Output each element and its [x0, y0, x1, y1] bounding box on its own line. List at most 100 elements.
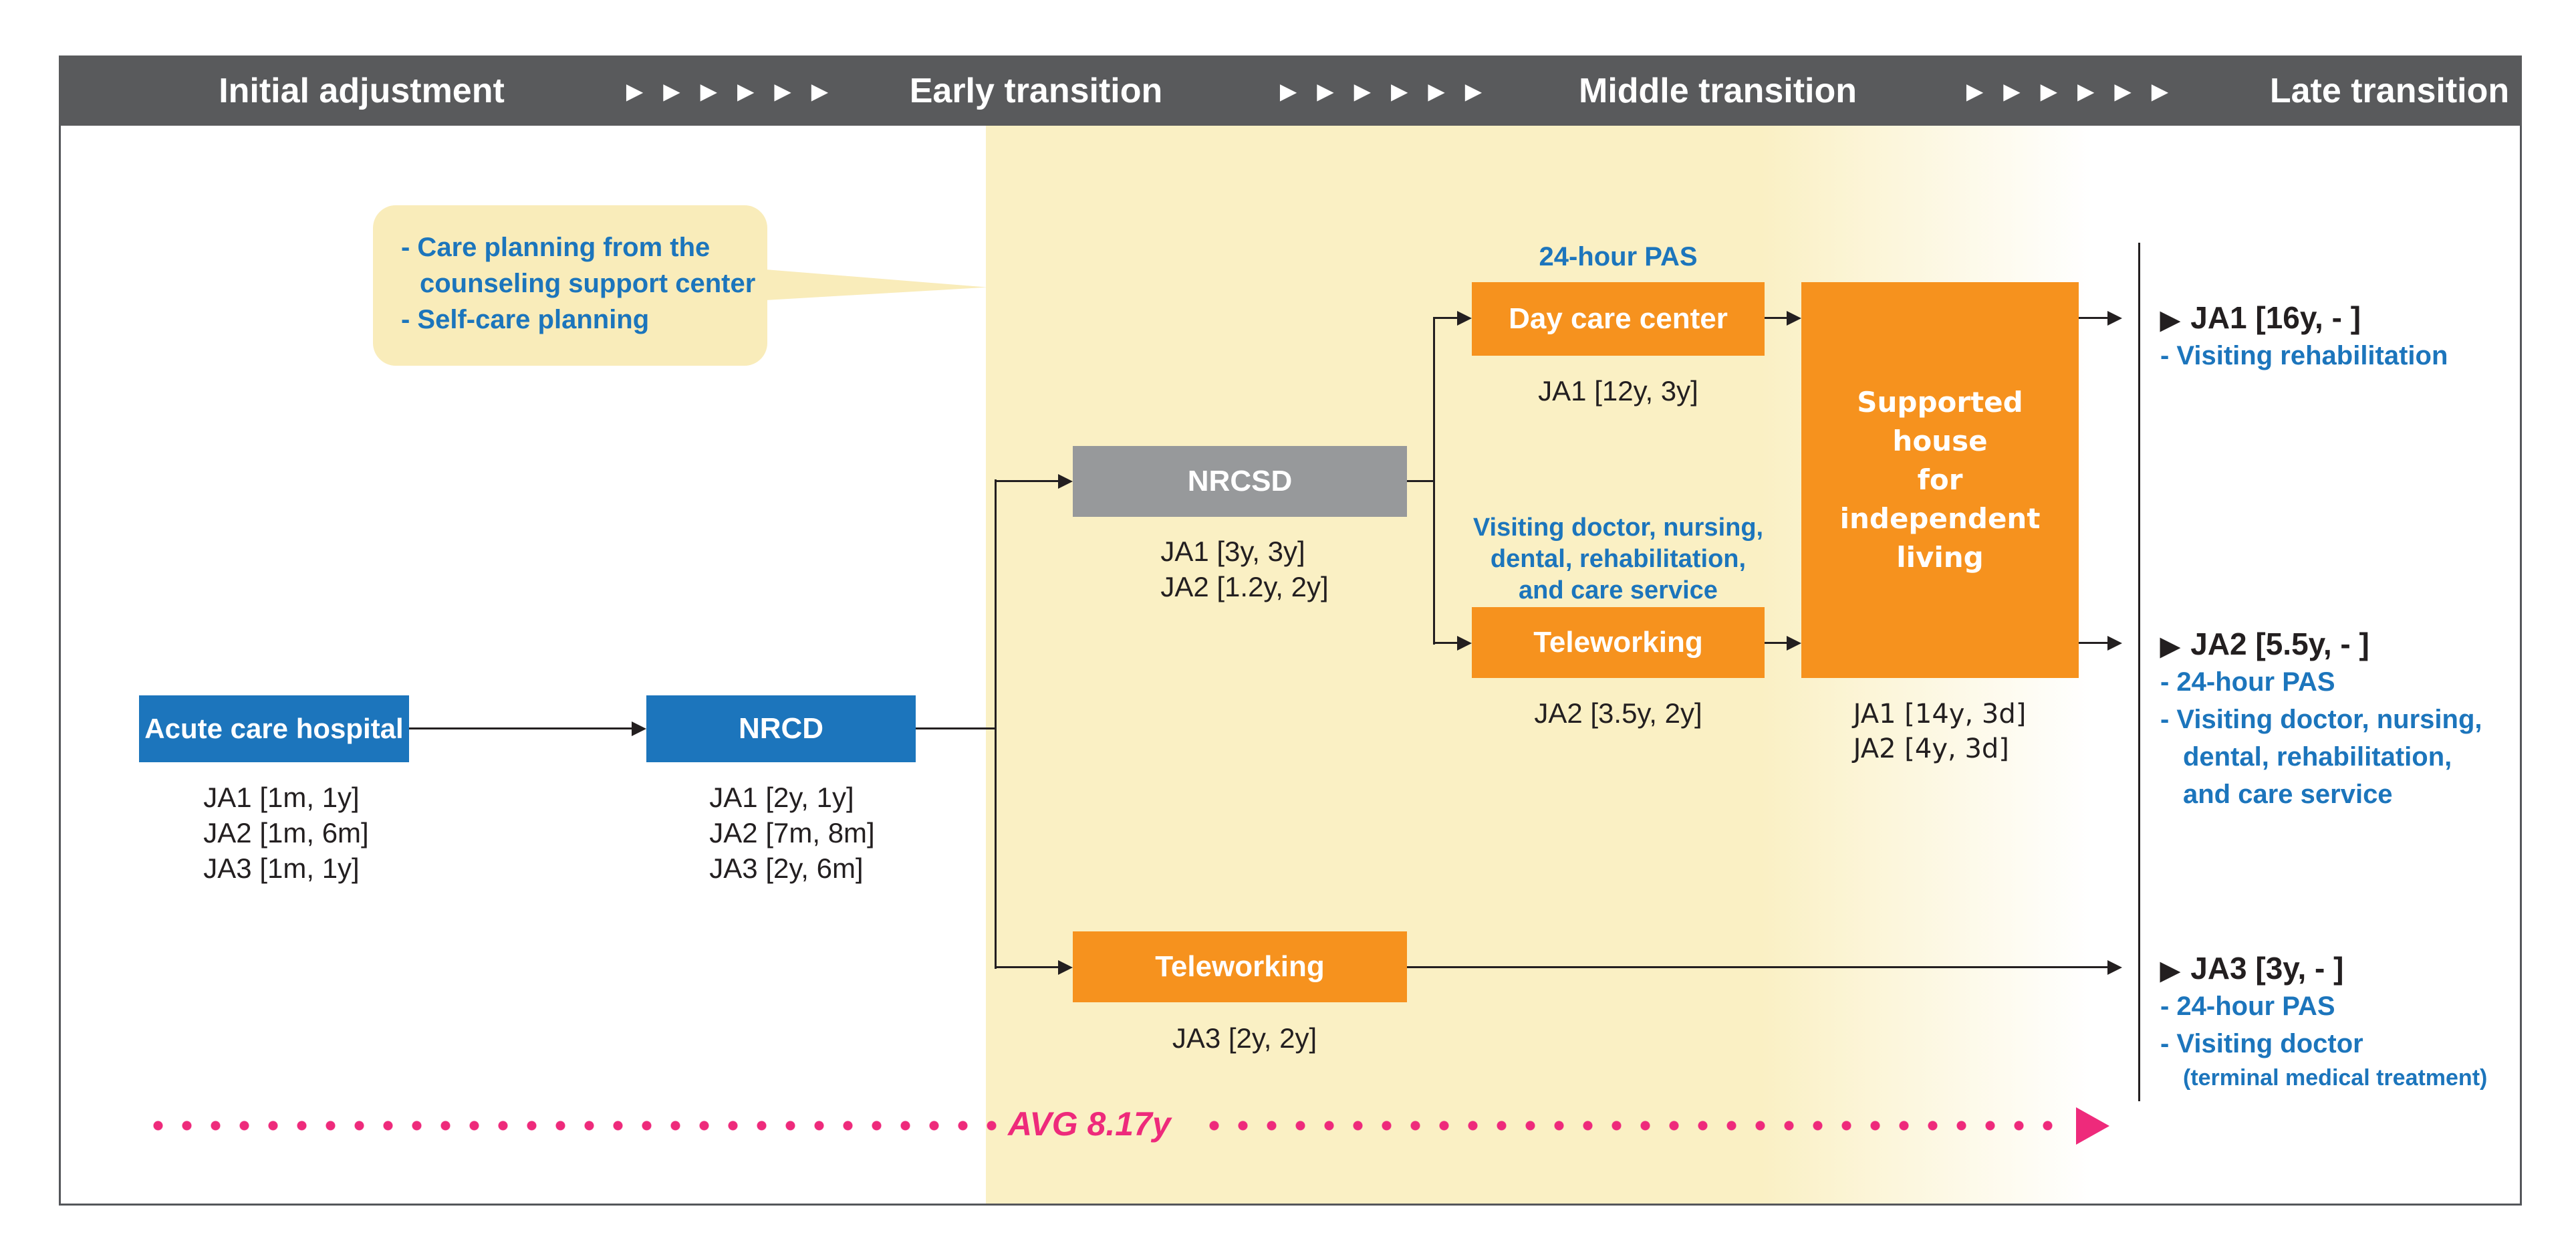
daycare-duration-note: JA1 [12y, 3y] [1538, 373, 1698, 409]
phase-label-initial-adjustment: Initial adjustment [219, 71, 505, 110]
nrcsd-duration-notes: JA1 [3y, 3y] JA2 [1.2y, 2y] [1160, 534, 1328, 604]
timeline-dots [1200, 1121, 2069, 1131]
teleworking-service-tag: Visiting doctor, nursing, dental, rehabi… [1473, 512, 1763, 606]
duration-note: JA2 [3.5y, 2y] [1534, 697, 1702, 729]
outcome-title: ▶ JA1 [16y, - ] [2160, 301, 2448, 337]
duration-note: JA3 [2y, 6m] [709, 853, 864, 884]
timeline-arrowhead-icon [2076, 1107, 2109, 1145]
duration-note: JA1 [1m, 1y] [203, 782, 360, 813]
node-label-line: independent [1839, 502, 2041, 535]
duration-note: JA2 [4y, 3d] [1853, 733, 2009, 764]
timeline-average-label: AVG 8.17y [1008, 1105, 1171, 1143]
outcome-item: - Visiting doctor [2160, 1029, 2363, 1058]
connector-arrow-icon [1787, 311, 1801, 326]
connector-line [995, 479, 997, 969]
outcome-ja1: ▶ JA1 [16y, - ] - Visiting rehabilitation [2160, 301, 2448, 374]
teleworking-middle-duration-note: JA2 [3.5y, 2y] [1534, 695, 1702, 731]
outcome-title: ▶JA2 [5.5y, - ] [2160, 627, 2482, 663]
node-teleworking-lower: Teleworking [1073, 931, 1407, 1002]
triangle-marker-icon: ▶ [2160, 957, 2180, 985]
nrcd-duration-notes: JA1 [2y, 1y] JA2 [7m, 8m] JA3 [2y, 6m] [709, 780, 874, 886]
connector-line [1433, 317, 1458, 319]
node-day-care-center: Day care center [1472, 282, 1765, 356]
node-label-line: house [1892, 425, 1988, 457]
node-acute-care-hospital: Acute care hospital [139, 695, 409, 762]
outcome-subnote: (terminal medical treatment) [2183, 1065, 2488, 1091]
connector-arrow-icon [1787, 636, 1801, 651]
outcome-item: dental, rehabilitation, [2183, 742, 2452, 772]
phase-arrows-icon: ▶▶▶▶▶▶ [1279, 78, 1503, 103]
connector-arrow-icon [1457, 636, 1472, 651]
connector-arrow-icon [2107, 636, 2122, 651]
callout-line: counseling support center [420, 269, 756, 298]
callout-line: - Self-care planning [401, 305, 650, 334]
connector-line [1765, 317, 1788, 319]
node-label: Supported house for independent living [1840, 383, 2041, 577]
acute-duration-notes: JA1 [1m, 1y] JA2 [1m, 6m] JA3 [1m, 1y] [203, 780, 368, 886]
outcome-ja2: ▶JA2 [5.5y, - ] - 24-hour PAS - Visiting… [2160, 627, 2482, 813]
outcome-title-text: JA1 [16y, - ] [2190, 300, 2361, 335]
node-label: NRCSD [1187, 465, 1293, 497]
connector-line [995, 480, 1059, 482]
connector-line [2079, 317, 2109, 319]
node-supported-house: Supported house for independent living [1801, 282, 2079, 678]
node-teleworking-middle: Teleworking [1472, 607, 1765, 678]
phase-label-middle-transition: Middle transition [1579, 71, 1857, 110]
connector-line [1407, 966, 2109, 968]
outcome-item: and care service [2183, 780, 2393, 809]
node-label: Teleworking [1533, 626, 1703, 659]
duration-note: JA2 [1m, 6m] [203, 817, 369, 848]
connector-arrow-icon [1058, 960, 1073, 975]
phase-header-bar: Initial adjustment ▶▶▶▶▶▶ Early transiti… [59, 55, 2522, 126]
outcome-separator-line [2138, 243, 2140, 1101]
connector-arrow-icon [2107, 960, 2122, 975]
duration-note: JA1 [3y, 3y] [1160, 536, 1305, 567]
connector-line [1433, 642, 1458, 644]
connector-arrow-icon [2107, 311, 2122, 326]
connector-line [995, 966, 1059, 968]
outcome-item: - Visiting rehabilitation [2160, 341, 2448, 370]
node-label: Acute care hospital [144, 713, 404, 744]
phase-label-late-transition: Late transition [2269, 71, 2510, 110]
phase-arrows-icon: ▶▶▶▶▶▶ [626, 78, 849, 103]
duration-note: JA1 [2y, 1y] [709, 782, 854, 813]
supported-house-duration-notes: JA1 [14y, 3d] JA2 [4y, 3d] [1853, 697, 2027, 766]
connector-arrow-icon [632, 721, 646, 736]
outcome-title: ▶ JA3 [3y, - ] [2160, 951, 2487, 988]
node-label: NRCD [738, 712, 824, 745]
duration-note: JA2 [1.2y, 2y] [1160, 571, 1329, 602]
outcome-item: - Visiting doctor, nursing, [2160, 705, 2482, 734]
outcome-item: - 24-hour PAS [2160, 992, 2335, 1021]
connector-line [1407, 480, 1435, 482]
node-label: Day care center [1509, 302, 1728, 335]
connector-line [2079, 642, 2109, 644]
duration-note: JA1 [12y, 3y] [1538, 375, 1698, 407]
connector-line [1765, 642, 1788, 644]
phase-label-early-transition: Early transition [909, 71, 1163, 110]
outcome-item: - 24-hour PAS [2160, 667, 2335, 697]
node-label-line: living [1896, 541, 1984, 574]
triangle-marker-icon: ▶ [2160, 306, 2180, 334]
node-label-line: Supported [1857, 386, 2023, 419]
care-planning-callout: - Care planning from the counseling supp… [373, 205, 767, 366]
duration-note: JA3 [2y, 2y] [1172, 1022, 1317, 1054]
triangle-marker-icon: ▶ [2160, 633, 2180, 661]
connector-arrow-icon [1457, 311, 1472, 326]
connector-line [916, 727, 997, 729]
outcome-ja3: ▶ JA3 [3y, - ] - 24-hour PAS - Visiting d… [2160, 951, 2487, 1093]
duration-note: JA1 [14y, 3d] [1853, 699, 2027, 729]
node-nrcsd: NRCSD [1073, 446, 1407, 517]
node-nrcd: NRCD [646, 695, 916, 762]
timeline-dots [144, 1121, 999, 1131]
node-label: Teleworking [1155, 950, 1325, 983]
service-tag-line: Visiting doctor, nursing, [1472, 514, 1764, 542]
daycare-service-tag: 24-hour PAS [1539, 242, 1698, 271]
duration-note: JA3 [1m, 1y] [203, 853, 360, 884]
duration-note: JA2 [7m, 8m] [709, 817, 875, 848]
connector-arrow-icon [1058, 474, 1073, 489]
outcome-title-text: JA3 [3y, - ] [2190, 951, 2344, 986]
phase-arrows-icon: ▶▶▶▶▶▶ [1966, 78, 2189, 103]
service-tag-line: and care service [1519, 576, 1718, 604]
connector-line [1433, 317, 1435, 645]
